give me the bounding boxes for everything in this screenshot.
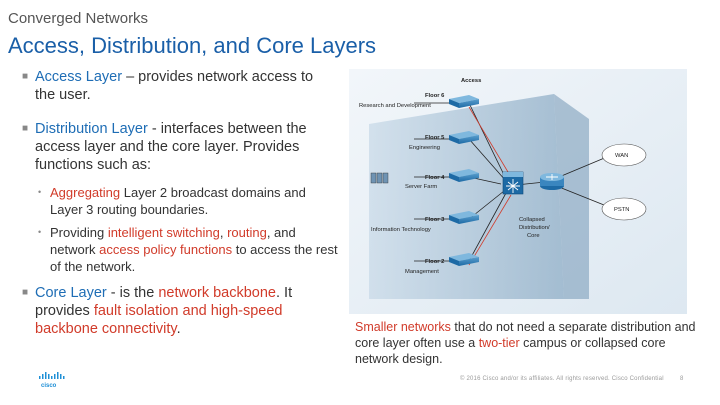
intelligent-switching-highlight: intelligent switching xyxy=(107,225,220,240)
collapsed-label-3: Core xyxy=(527,233,540,239)
svg-text:cisco: cisco xyxy=(41,383,57,389)
sub-bullet-providing: • Providing intelligent switching, routi… xyxy=(38,224,340,275)
wan-cloud-icon: WAN xyxy=(601,143,647,167)
floor-labels: Floor 6 Research and Development Floor 5… xyxy=(359,93,445,275)
bullet-marker: ■ xyxy=(22,287,29,298)
core-mid2: . It provides xyxy=(35,285,293,319)
floor-2-desc: Management xyxy=(405,269,439,275)
diagram-caption: Smaller networks that do not need a sepa… xyxy=(355,319,705,367)
access-switches xyxy=(449,95,479,266)
floor-2-name: Floor 2 xyxy=(425,259,444,265)
pstn-label: PSTN xyxy=(614,207,629,213)
server-rack-icon xyxy=(370,172,389,184)
switch-floor-3-icon xyxy=(449,211,479,224)
campus-network-diagram: Access xyxy=(349,69,687,314)
fault-isolation-highlight: fault isolation and high-speed backbone … xyxy=(35,303,283,337)
providing-mid2: , and network xyxy=(50,225,296,257)
providing-mid1: , xyxy=(219,225,228,240)
floor-6-desc: Research and Development xyxy=(359,103,431,109)
bullet-access: ■ Access Layer – provides network access… xyxy=(22,68,335,104)
sub-bullet-aggregating: • Aggregating Layer 2 broadcast domains … xyxy=(38,184,340,218)
floor-5-name: Floor 5 xyxy=(425,135,445,141)
wan-label: WAN xyxy=(615,153,628,159)
building-shape xyxy=(369,94,564,299)
caption-mid: that do not need a separate distribution… xyxy=(355,320,696,350)
caption-smaller-networks: Smaller networks xyxy=(355,320,451,334)
cisco-logo-icon: cisco xyxy=(39,372,65,389)
providing-pre: Providing xyxy=(50,225,108,240)
core-mid: - is the xyxy=(106,285,159,301)
aggregating-highlight: Aggregating xyxy=(50,185,121,200)
floor-6-name: Floor 6 xyxy=(425,93,445,99)
floor-4-desc: Server Farm xyxy=(405,184,437,190)
switch-floor-4-icon xyxy=(449,169,479,182)
switch-floor-5-icon xyxy=(449,131,479,144)
aggregating-text: Layer 2 broadcast domains and Layer 3 ro… xyxy=(50,185,306,217)
bullet-core: ■ Core Layer - is the network backbone. … xyxy=(22,284,325,338)
multilayer-switch-icon xyxy=(502,171,524,195)
floor-4-name: Floor 4 xyxy=(425,175,445,181)
switch-floor-2-icon xyxy=(449,253,479,266)
access-text: – provides network access to the user. xyxy=(35,69,314,103)
core-end: . xyxy=(176,321,181,337)
switch-floor-6-icon xyxy=(449,95,479,108)
sub-bullet-marker: • xyxy=(38,227,42,237)
building-side xyxy=(554,94,589,299)
footer-copyright: © 2016 Cisco and/or its affiliates. All … xyxy=(460,376,664,382)
slide-title: Access, Distribution, and Core Layers xyxy=(8,33,377,58)
caption-end: campus or collapsed core network design. xyxy=(355,336,666,366)
floor-3-name: Floor 3 xyxy=(425,217,445,223)
routing-highlight: routing xyxy=(227,225,267,240)
access-label: Access xyxy=(461,78,481,84)
distribution-term: Distribution Layer xyxy=(35,121,148,137)
sub-bullet-marker: • xyxy=(38,187,42,197)
floor-5-desc: Engineering xyxy=(409,145,440,151)
redundant-links xyxy=(468,106,512,266)
pstn-cloud-icon: PSTN xyxy=(601,197,647,221)
providing-rest: to access the rest of the network. xyxy=(50,242,338,274)
bullet-marker: ■ xyxy=(22,71,29,82)
core-term: Core Layer xyxy=(35,285,107,301)
bullet-marker: ■ xyxy=(22,123,29,134)
section-label: Converged Networks xyxy=(8,10,149,27)
access-policy-highlight: access policy functions xyxy=(99,242,233,257)
collapsed-label-2: Distribution/ xyxy=(519,225,550,231)
caption-two-tier: two-tier xyxy=(478,336,520,350)
bullet-distribution: ■ Distribution Layer - interfaces betwee… xyxy=(22,120,335,174)
distribution-text: - interfaces between the access layer an… xyxy=(35,121,307,173)
access-term: Access Layer xyxy=(35,69,123,85)
backbone-highlight: network backbone xyxy=(158,285,276,301)
page-number: 8 xyxy=(680,376,684,382)
floor-3-desc: Information Technology xyxy=(371,227,431,233)
router-icon xyxy=(540,173,564,190)
collapsed-label-1: Collapsed xyxy=(519,217,545,223)
